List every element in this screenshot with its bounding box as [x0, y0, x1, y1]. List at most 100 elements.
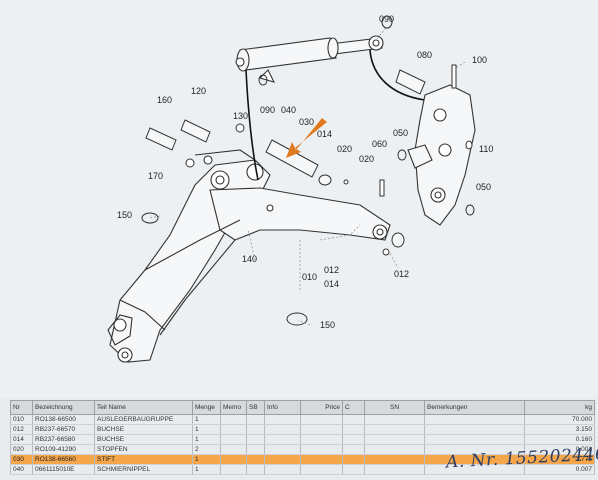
table-cell: 0.001	[524, 444, 595, 455]
boom-assembly	[107, 149, 391, 363]
table-cell	[220, 464, 247, 475]
table-cell: STIFT	[94, 454, 193, 465]
table-cell	[342, 434, 365, 445]
column-header[interactable]: Bezeichnung	[32, 400, 95, 415]
table-cell	[264, 444, 301, 455]
callout-150-a: 150	[117, 210, 132, 220]
table-cell	[364, 454, 425, 465]
table-cell	[264, 454, 301, 465]
table-cell	[300, 424, 343, 435]
table-cell: RB237-66580	[32, 434, 95, 445]
callout-014: 014	[317, 129, 332, 139]
table-cell: STOPFEN	[94, 444, 193, 455]
callout-120: 120	[191, 86, 206, 96]
hose-lines	[245, 49, 426, 181]
callout-012-b: 012	[394, 269, 409, 279]
column-header[interactable]: SN	[364, 400, 425, 415]
table-cell	[264, 424, 301, 435]
callout-012-a: 012	[324, 265, 339, 275]
table-cell: 0.160	[524, 434, 595, 445]
callout-040: 040	[281, 105, 296, 115]
table-cell: 1	[192, 454, 221, 465]
callout-050-b: 050	[476, 182, 491, 192]
table-cell: 1	[192, 424, 221, 435]
table-cell: 012	[10, 424, 33, 435]
table-cell	[264, 434, 301, 445]
table-cell: AUSLEGERBAUGRUPPE	[94, 414, 193, 425]
callout-020-a: 020	[337, 144, 352, 154]
column-header[interactable]: Menge	[192, 400, 221, 415]
table-cell: 010	[10, 414, 33, 425]
table-cell: RO109-41290	[32, 444, 95, 455]
parts-list-table: Nr Bezeichnung Teil Name Menge Memo SB I…	[10, 400, 595, 475]
highlight-arrow	[286, 118, 327, 158]
callout-090-top: 090	[379, 14, 394, 24]
table-cell	[424, 424, 525, 435]
table-cell	[220, 424, 247, 435]
table-cell	[264, 464, 301, 475]
table-cell	[300, 454, 343, 465]
table-cell: 1	[192, 434, 221, 445]
column-header[interactable]: SB	[246, 400, 265, 415]
callout-140: 140	[242, 254, 257, 264]
table-cell: 0661115010E	[32, 464, 95, 475]
column-header[interactable]: Teil Name	[94, 400, 193, 415]
callout-160: 160	[157, 95, 172, 105]
table-cell: 014	[10, 434, 33, 445]
loose-parts	[141, 15, 475, 326]
table-header-row: Nr Bezeichnung Teil Name Menge Memo SB I…	[10, 400, 595, 415]
callout-150-b: 150	[320, 320, 335, 330]
table-cell: 040	[10, 464, 33, 475]
callout-020-b: 020	[359, 154, 374, 164]
callout-100: 100	[472, 55, 487, 65]
callout-110: 110	[479, 144, 493, 154]
table-cell: SCHMIERNIPPEL	[94, 464, 193, 475]
callout-170: 170	[148, 171, 163, 181]
callout-030: 030	[299, 117, 314, 127]
callout-130: 130	[233, 111, 248, 121]
table-cell	[246, 434, 265, 445]
table-cell	[246, 464, 265, 475]
table-cell	[342, 454, 365, 465]
table-cell: 0.007	[524, 464, 595, 475]
table-cell	[364, 464, 425, 475]
column-header[interactable]: Nr	[10, 400, 33, 415]
table-cell	[264, 414, 301, 425]
table-cell	[246, 424, 265, 435]
table-cell	[300, 434, 343, 445]
callout-labels: 090 080 100 160 120 130 090 040 030 014 …	[117, 14, 493, 330]
table-cell: 020	[10, 444, 33, 455]
table-cell	[220, 434, 247, 445]
table-cell: RB237-66570	[32, 424, 95, 435]
table-cell: RO138-66560	[32, 454, 95, 465]
callout-014-b: 014	[324, 279, 339, 289]
table-cell	[220, 414, 247, 425]
table-cell: 1	[192, 464, 221, 475]
column-header[interactable]: Price	[300, 400, 343, 415]
table-cell	[300, 464, 343, 475]
column-header[interactable]: kg	[524, 400, 595, 415]
leader-lines	[149, 27, 472, 326]
column-header[interactable]: Memo	[220, 400, 247, 415]
callout-080: 080	[417, 50, 432, 60]
table-cell: 70.000	[524, 414, 595, 425]
table-cell: 1.775	[524, 454, 595, 465]
table-cell	[246, 414, 265, 425]
column-header[interactable]: C	[342, 400, 365, 415]
table-cell	[342, 414, 365, 425]
column-header[interactable]: Info	[264, 400, 301, 415]
table-cell: 1	[192, 414, 221, 425]
table-cell	[220, 444, 247, 455]
table-cell	[364, 424, 425, 435]
column-header[interactable]: Bemerkungen	[424, 400, 525, 415]
callout-010: 010	[302, 272, 317, 282]
table-cell	[424, 414, 525, 425]
table-cell	[342, 424, 365, 435]
callout-060: 060	[372, 139, 387, 149]
